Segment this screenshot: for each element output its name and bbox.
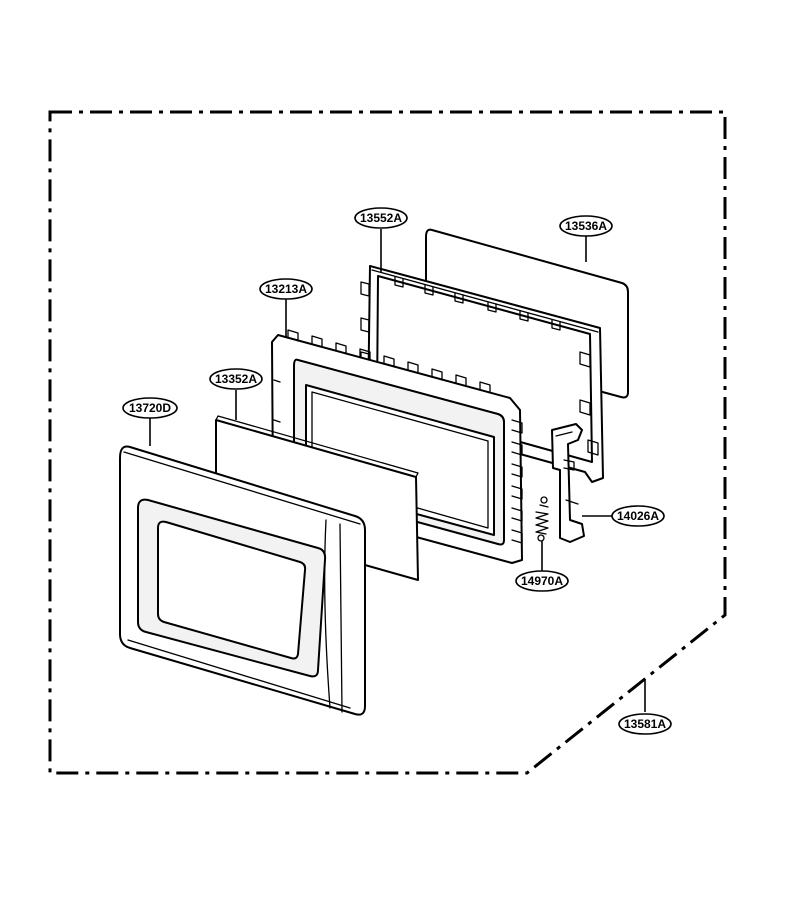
- callout-14026A-text: 14026A: [617, 509, 659, 523]
- callout-13213A: 13213A: [259, 278, 313, 300]
- callout-13352A-text: 13352A: [215, 372, 257, 386]
- callout-13213A-text: 13213A: [265, 282, 307, 296]
- latch-key-part: [551, 423, 585, 543]
- callout-13352A: 13352A: [209, 368, 263, 390]
- callout-13536A-text: 13536A: [565, 219, 607, 233]
- callout-13536A: 13536A: [559, 215, 613, 237]
- callout-13581A: 13581A: [618, 713, 672, 735]
- callout-13552A-text: 13552A: [360, 211, 402, 225]
- callout-13720D: 13720D: [122, 397, 178, 419]
- latch-spring-part: [535, 496, 549, 542]
- callout-14026A: 14026A: [611, 505, 665, 527]
- callout-13552A: 13552A: [354, 207, 408, 229]
- assembly-boundary: [48, 110, 727, 775]
- callout-14970A-text: 14970A: [521, 574, 563, 588]
- callout-13720D-text: 13720D: [129, 401, 171, 415]
- door-front-part: [119, 445, 366, 716]
- callout-14970A: 14970A: [515, 570, 569, 592]
- callout-13581A-text: 13581A: [624, 717, 666, 731]
